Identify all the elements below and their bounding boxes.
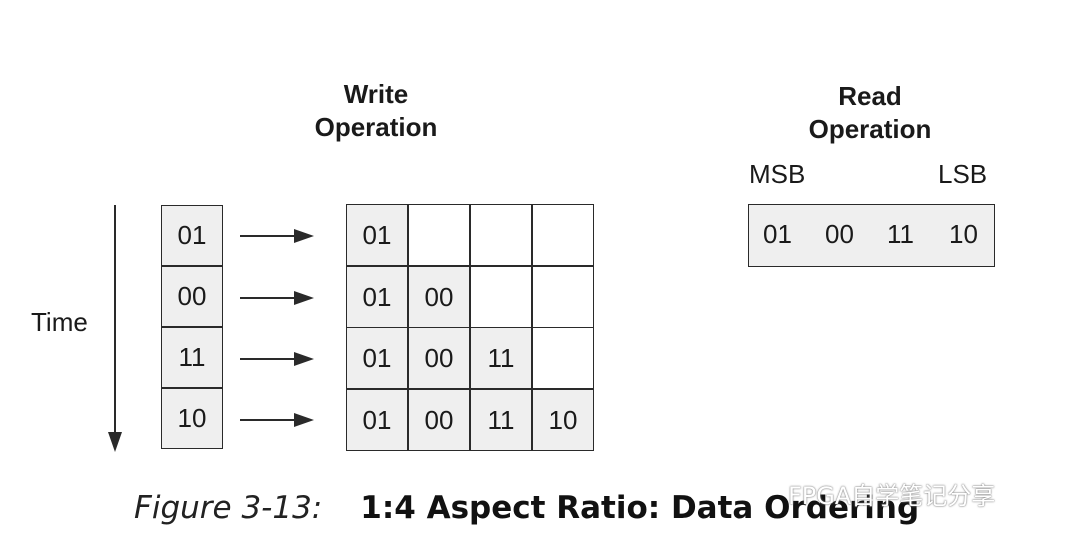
read-value: 10: [949, 219, 978, 249]
read-value: 01: [763, 219, 792, 249]
watermark-text: FPGA自学笔记分享: [788, 482, 996, 510]
write-arrows: [240, 229, 314, 427]
write-arrow: [240, 413, 314, 427]
figure-number: Figure 3-13:: [134, 490, 323, 526]
grid-cell: 01: [346, 266, 408, 328]
grid-cell: 01: [346, 204, 408, 266]
write-heading-line2: Operation: [314, 112, 438, 142]
msb-label: MSB: [749, 159, 806, 189]
grid-cell-empty: [470, 204, 532, 266]
read-operation-heading: Read Operation: [790, 80, 950, 146]
grid-cell-empty: [532, 266, 594, 328]
time-arrow: [108, 205, 122, 452]
input-cell: 01: [161, 205, 223, 266]
grid-cell: 00: [408, 266, 470, 328]
time-label: Time: [31, 307, 88, 337]
grid-cell-empty: [470, 266, 532, 328]
write-arrow: [240, 352, 314, 366]
grid-cell: 00: [408, 389, 470, 451]
write-heading-line1: Write: [343, 79, 409, 109]
grid-cell-empty: [532, 327, 594, 389]
grid-cell: 10: [532, 389, 594, 451]
lsb-label: LSB: [938, 159, 988, 189]
grid-cell-empty: [408, 204, 470, 266]
write-operation-heading: Write Operation: [296, 78, 456, 144]
write-arrow: [240, 229, 314, 243]
read-value: 11: [887, 219, 914, 249]
input-cell: 11: [161, 327, 223, 388]
read-word-box: [748, 204, 995, 267]
read-heading-line2: Operation: [808, 114, 932, 144]
grid-cell: 00: [408, 327, 470, 389]
write-arrow: [240, 291, 314, 305]
figure-title: 1:4 Aspect Ratio: Data Ordering: [360, 490, 920, 526]
grid-cell: 11: [470, 389, 532, 451]
input-cell: 00: [161, 266, 223, 327]
grid-cell: 01: [346, 389, 408, 451]
input-cell: 10: [161, 388, 223, 449]
read-heading-line1: Read: [838, 81, 902, 111]
grid-cell: 11: [470, 327, 532, 389]
grid-cell-empty: [532, 204, 594, 266]
figure-caption: Figure 3-13: 1:4 Aspect Ratio: Data Order…: [134, 486, 919, 529]
read-value: 00: [825, 219, 854, 249]
grid-cell: 01: [346, 327, 408, 389]
